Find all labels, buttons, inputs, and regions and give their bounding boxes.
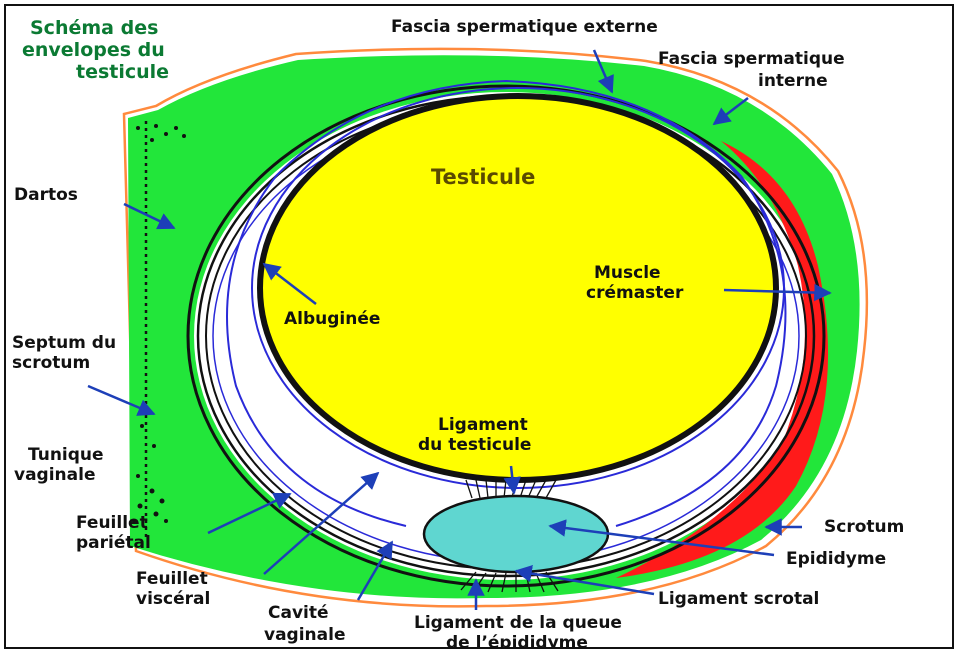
label-epididyme: Epididyme [786,549,886,569]
diagram-frame: Schéma des envelopes du testicule Fascia… [4,4,954,649]
label-tunique: Tunique vaginale [14,445,109,485]
testis-envelopes-diagram: Schéma des envelopes du testicule Fascia… [6,6,954,649]
label-feuillet-visceral: Feuillet viscéral [136,569,214,609]
epididymis [424,496,608,572]
diagram-title: Schéma des envelopes du testicule [22,17,171,83]
label-cavite: Cavité vaginale [264,603,345,645]
label-feuillet-parietal: Feuillet pariétal [76,513,154,553]
label-ligament-scrotal: Ligament scrotal [658,589,819,609]
label-fascia-externe: Fascia spermatique externe [391,17,658,37]
label-albuginee: Albuginée [284,309,380,329]
label-scrotum: Scrotum [824,517,904,537]
label-septum: Septum du scrotum [12,333,122,373]
label-ligament-queue: Ligament de la queue de l’épididyme [414,613,628,649]
label-testicule: Testicule [431,165,535,189]
label-dartos: Dartos [14,185,78,205]
